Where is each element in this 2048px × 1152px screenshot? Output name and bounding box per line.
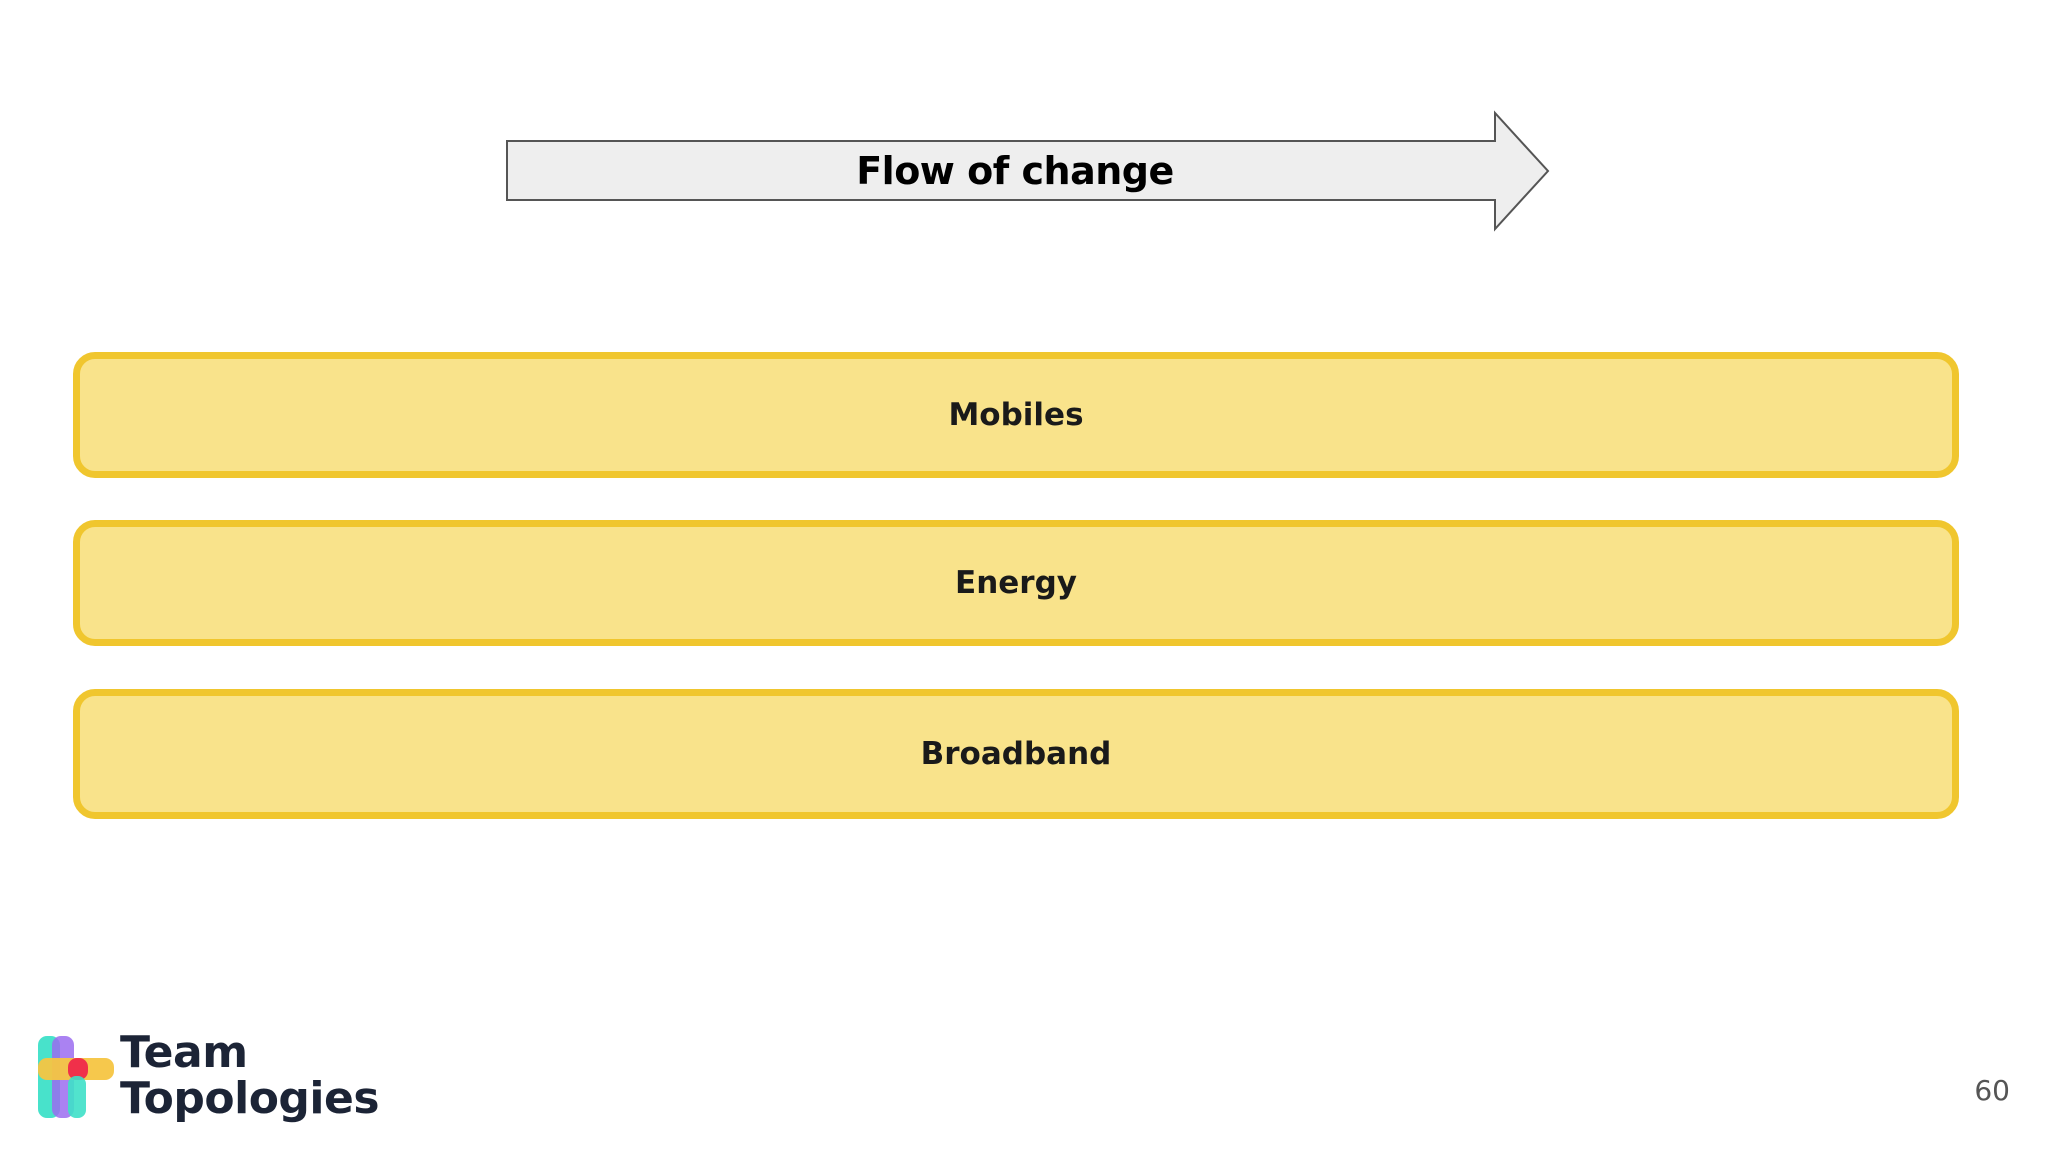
value-stream-lane-broadband: Broadband [73,689,1959,819]
value-stream-lane-mobiles: Mobiles [73,352,1959,478]
team-topologies-logo-icon [38,1036,114,1118]
page-number: 60 [1974,1074,2010,1107]
logo-wordmark-line1: Team [120,1027,248,1078]
flow-arrow-shape [506,110,1550,232]
value-stream-lane-energy: Energy [73,520,1959,646]
logo-wordmark: Team Topologies [120,1027,380,1124]
flow-arrow [506,110,1550,232]
logo-wordmark-line2: Topologies [120,1073,380,1124]
flow-arrow-label: Flow of change [856,149,1174,193]
